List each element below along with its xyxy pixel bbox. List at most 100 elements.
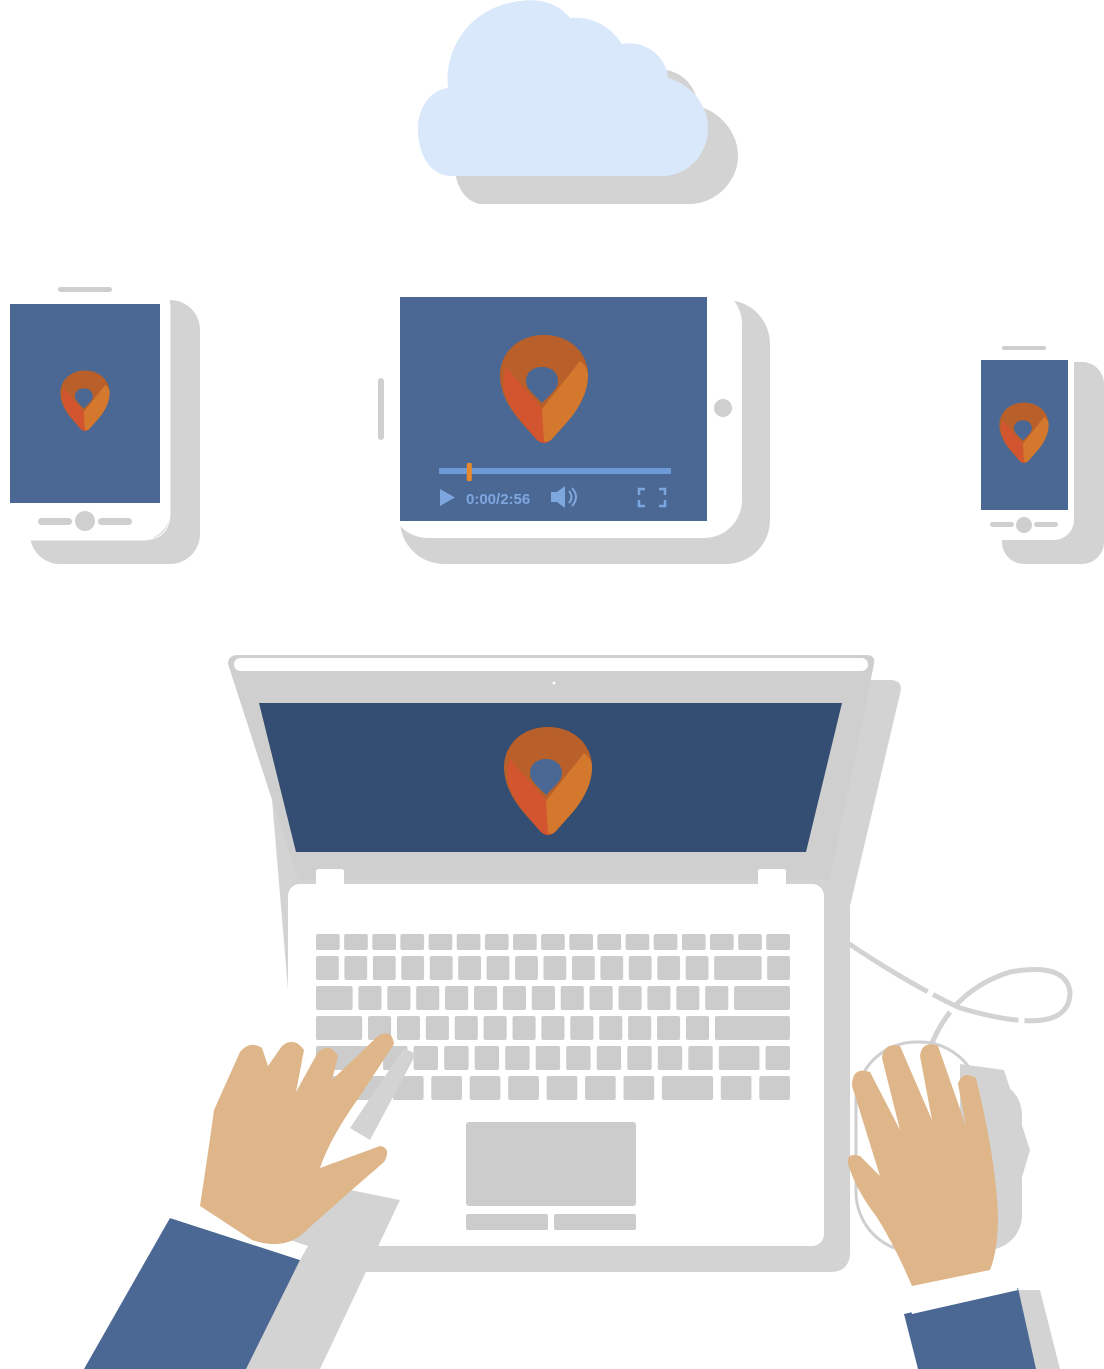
keyboard-key[interactable] <box>676 986 700 1010</box>
keyboard-key[interactable] <box>428 934 453 950</box>
touchpad[interactable] <box>466 1122 636 1206</box>
keyboard-key[interactable] <box>396 1016 420 1040</box>
keyboard-key[interactable] <box>734 986 790 1010</box>
play-icon[interactable] <box>440 489 455 506</box>
keyboard-key[interactable] <box>541 934 565 950</box>
keyboard-key[interactable] <box>738 934 762 950</box>
keyboard-key[interactable] <box>657 1016 681 1040</box>
keyboard-key[interactable] <box>599 1016 623 1040</box>
keyboard-key[interactable] <box>759 1076 790 1100</box>
webcam <box>552 681 556 685</box>
keyboard-key[interactable] <box>316 934 340 950</box>
keyboard-key[interactable] <box>486 956 510 980</box>
keyboard-key[interactable] <box>627 1046 652 1070</box>
keyboard-key[interactable] <box>541 1016 565 1040</box>
keyboard-key[interactable] <box>766 934 790 950</box>
keyboard-key[interactable] <box>387 986 411 1010</box>
keyboard-key[interactable] <box>714 956 762 980</box>
keyboard-key[interactable] <box>515 956 538 980</box>
keyboard-key[interactable] <box>444 1046 469 1070</box>
keyboard-key[interactable] <box>401 956 425 980</box>
keyboard-key[interactable] <box>513 934 537 950</box>
keyboard-key[interactable] <box>597 934 622 950</box>
keyboard-key[interactable] <box>661 1076 714 1100</box>
keyboard-key[interactable] <box>625 934 650 950</box>
speaker-slot <box>58 287 112 292</box>
keyboard-key[interactable] <box>344 956 368 980</box>
keyboard-key[interactable] <box>316 1016 363 1040</box>
keyboard-key[interactable] <box>623 1076 655 1100</box>
keyboard-key[interactable] <box>483 1016 507 1040</box>
keyboard-key[interactable] <box>543 956 567 980</box>
keyboard-key[interactable] <box>425 1016 449 1040</box>
keyboard-key[interactable] <box>531 986 555 1010</box>
right-hand <box>847 1044 1060 1369</box>
keyboard-key[interactable] <box>570 1016 594 1040</box>
right-phone <box>974 340 1104 564</box>
volume-icon[interactable] <box>551 486 577 508</box>
keyboard-key[interactable] <box>765 1046 790 1070</box>
keyboard-key[interactable] <box>316 986 353 1010</box>
keyboard-key[interactable] <box>508 1076 539 1100</box>
keyboard-key[interactable] <box>502 986 526 1010</box>
keyboard-key[interactable] <box>474 986 498 1010</box>
center-tablet: 0:00/2:56 <box>378 286 770 564</box>
keyboard-key[interactable] <box>628 956 652 980</box>
keyboard-key[interactable] <box>429 956 453 980</box>
keyboard-key[interactable] <box>454 1016 478 1040</box>
home-button <box>714 399 732 417</box>
touchpad-left-button[interactable] <box>466 1214 548 1230</box>
touchpad-right-button[interactable] <box>554 1214 636 1230</box>
keyboard-key[interactable] <box>560 986 584 1010</box>
keyboard-key[interactable] <box>618 986 642 1010</box>
keyboard-key[interactable] <box>653 934 678 950</box>
keyboard-key[interactable] <box>596 1046 622 1070</box>
keyboard-key[interactable] <box>445 986 469 1010</box>
keyboard-key[interactable] <box>585 1076 616 1100</box>
keyboard-key[interactable] <box>566 1046 591 1070</box>
keyboard-key[interactable] <box>686 1016 710 1040</box>
keyboard-key[interactable] <box>647 986 671 1010</box>
keyboard-key[interactable] <box>413 1046 438 1070</box>
keyboard-key[interactable] <box>316 956 339 980</box>
keyboard-key[interactable] <box>546 1076 578 1100</box>
keyboard-key[interactable] <box>474 1046 500 1070</box>
keyboard-key[interactable] <box>572 956 595 980</box>
keyboard-key[interactable] <box>358 986 382 1010</box>
keyboard-key[interactable] <box>714 1016 790 1040</box>
keyboard-key[interactable] <box>589 986 613 1010</box>
left-hand <box>84 1033 416 1369</box>
keyboard-key[interactable] <box>535 1046 561 1070</box>
keyboard-key[interactable] <box>469 1076 501 1100</box>
keyboard-key[interactable] <box>720 1076 752 1100</box>
keyboard-key[interactable] <box>767 956 790 980</box>
keyboard-key[interactable] <box>484 934 509 950</box>
keyboard-key[interactable] <box>657 956 681 980</box>
side-button <box>378 378 384 440</box>
progress-marker[interactable] <box>466 463 472 481</box>
keyboard-key[interactable] <box>705 986 729 1010</box>
keyboard-key[interactable] <box>400 934 425 950</box>
keyboard-key[interactable] <box>628 1016 652 1040</box>
keyboard-key[interactable] <box>416 986 440 1010</box>
keyboard-key[interactable] <box>372 934 396 950</box>
video-progress-bar[interactable] <box>439 468 671 474</box>
keyboard-key[interactable] <box>372 956 396 980</box>
keyboard-key[interactable] <box>569 934 593 950</box>
keyboard-key[interactable] <box>688 1046 713 1070</box>
fullscreen-icon[interactable] <box>637 487 667 508</box>
keyboard-key[interactable] <box>685 956 709 980</box>
keyboard-key[interactable] <box>681 934 706 950</box>
keyboard-key[interactable] <box>505 1046 530 1070</box>
keyboard-key[interactable] <box>458 956 481 980</box>
keyboard-key[interactable] <box>456 934 481 950</box>
keyboard-key[interactable] <box>600 956 624 980</box>
keyboard-key[interactable] <box>657 1046 683 1070</box>
left-tablet <box>0 276 200 564</box>
keyboard-key[interactable] <box>710 934 734 950</box>
keyboard-key[interactable] <box>344 934 368 950</box>
keyboard-key[interactable] <box>512 1016 536 1040</box>
keyboard-key[interactable] <box>431 1076 462 1100</box>
keyboard-key[interactable] <box>718 1046 760 1070</box>
